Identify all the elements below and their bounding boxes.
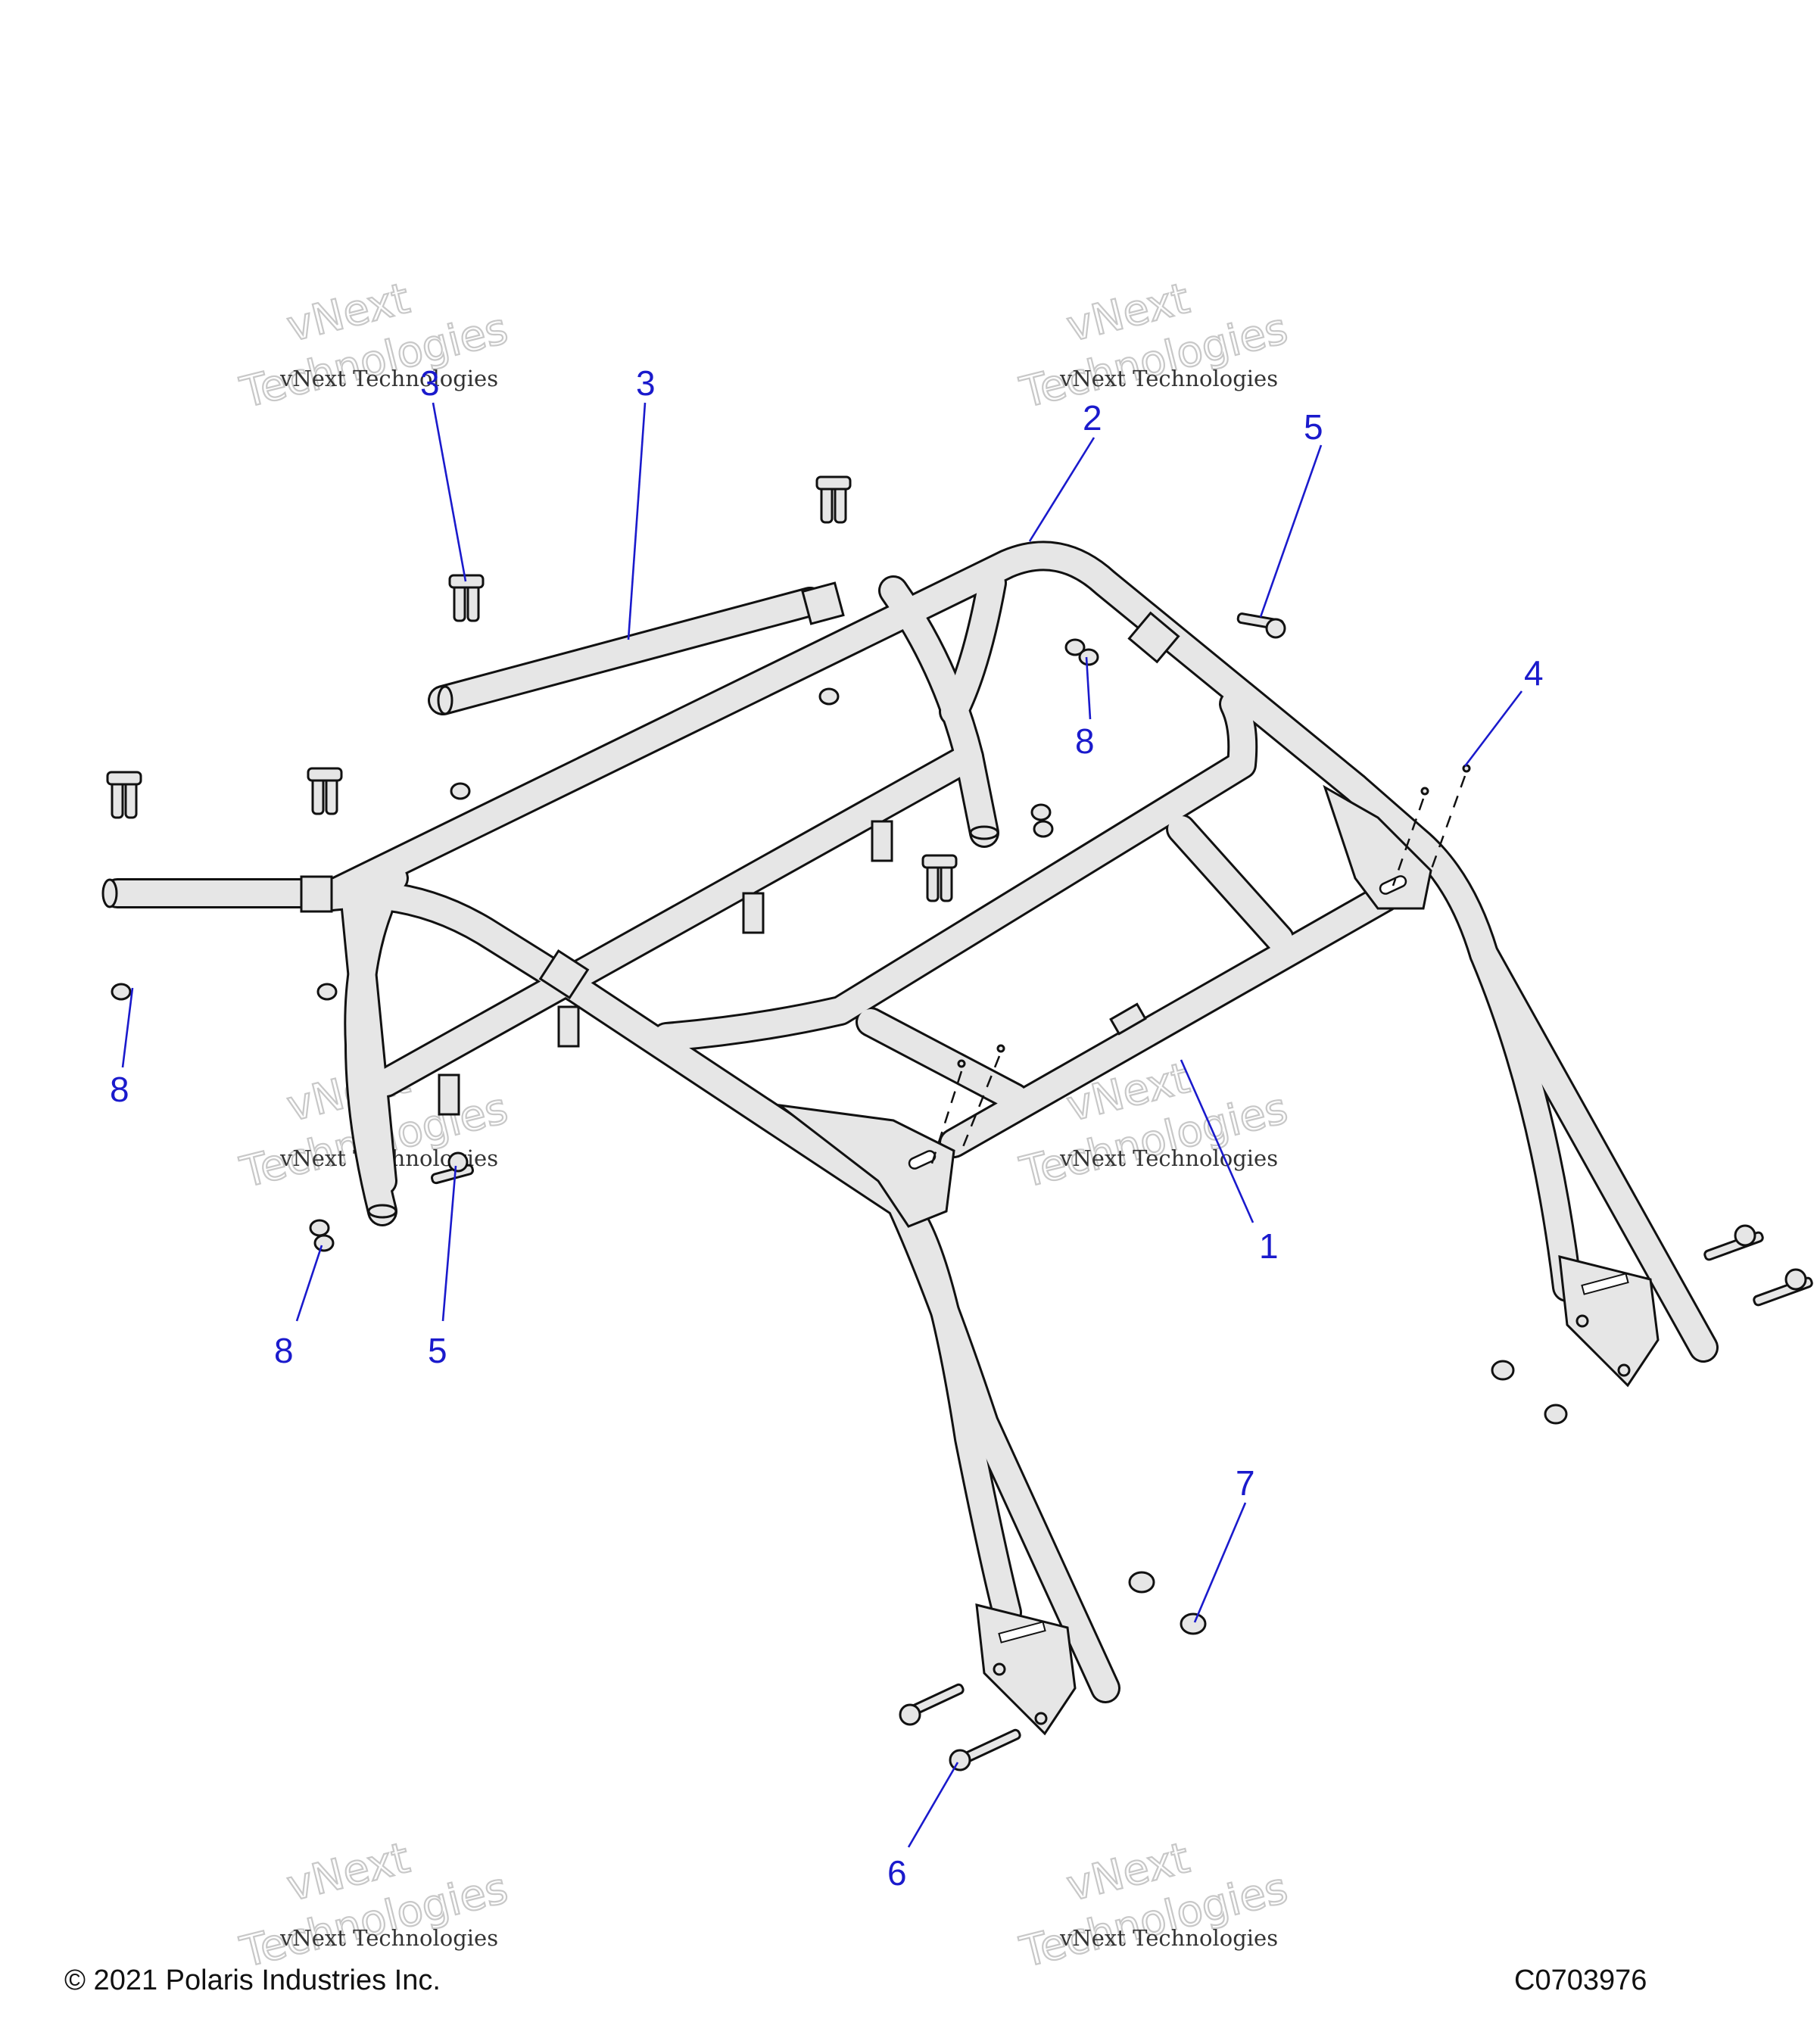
- nut: [1078, 648, 1099, 666]
- callout-8: 8: [1075, 721, 1095, 761]
- bolt: [1703, 1224, 1764, 1261]
- nut: [1064, 638, 1086, 656]
- nut: [1544, 1404, 1568, 1425]
- rivet: [1420, 787, 1429, 796]
- washer: [1128, 1571, 1155, 1594]
- svg-text:vNext Technologies: vNext Technologies: [1059, 1925, 1278, 1951]
- callout-1: 1: [1259, 1226, 1279, 1266]
- callout-5: 5: [1304, 407, 1323, 447]
- svg-text:vNext Technologies: vNext Technologies: [1059, 366, 1278, 391]
- clamp-hardware: [307, 767, 343, 815]
- nut: [1491, 1360, 1515, 1381]
- mounting-tab: [557, 1005, 580, 1048]
- nut: [313, 1234, 335, 1252]
- fastener-path: [930, 1070, 963, 1167]
- callout-4: 4: [1524, 653, 1544, 693]
- callout-7: 7: [1236, 1463, 1255, 1503]
- clamp-hardware: [106, 771, 142, 819]
- foot-bracket-front: [975, 1603, 1077, 1736]
- svg-text:vNext Technologies: vNext Technologies: [1059, 1145, 1278, 1171]
- watermark-bottom-right: vNext Technologies vNext Technologies: [1014, 1833, 1293, 1978]
- callout-3: 3: [420, 363, 440, 403]
- bolt: [899, 1683, 965, 1726]
- rivet: [996, 1044, 1005, 1053]
- callout-8: 8: [274, 1331, 294, 1370]
- nut: [309, 1219, 330, 1237]
- roll-cage-assembly: [101, 541, 1719, 1736]
- mounting-tab: [438, 1073, 460, 1116]
- nut: [1030, 803, 1052, 821]
- watermark-top-right: vNext Technologies vNext Technologies: [1014, 273, 1293, 419]
- tube-end-cap: [969, 825, 999, 840]
- tube-end-cap: [101, 878, 118, 908]
- nut: [316, 983, 338, 1001]
- callout-2: 2: [1083, 398, 1102, 438]
- nut: [1033, 820, 1054, 838]
- copyright-notice: © 2021 Polaris Industries Inc.: [64, 1965, 441, 1996]
- nut: [111, 983, 132, 1001]
- fastener-path: [1392, 798, 1425, 886]
- watermark-mid-right: vNext Technologies vNext Technologies: [1014, 1053, 1293, 1198]
- svg-text:vNext Technologies: vNext Technologies: [279, 1925, 498, 1951]
- svg-text:vNext Technologies: vNext Technologies: [279, 366, 498, 391]
- callout-8: 8: [110, 1070, 129, 1109]
- tube-coupler: [1127, 611, 1180, 664]
- callout-5: 5: [428, 1331, 447, 1370]
- gusset-plate-front: [775, 1103, 955, 1228]
- tube-coupler: [300, 875, 333, 913]
- bolt: [1753, 1268, 1813, 1307]
- bolt: [949, 1728, 1021, 1771]
- tube-coupler: [538, 949, 590, 1000]
- nut: [818, 687, 840, 706]
- rivet: [957, 1059, 966, 1068]
- tube-end-cap: [367, 1204, 397, 1219]
- bolt: [430, 1151, 474, 1185]
- mounting-tab: [871, 820, 893, 862]
- clamp-hardware: [815, 475, 852, 524]
- foot-bracket-rear: [1558, 1255, 1660, 1388]
- washer: [1180, 1612, 1207, 1635]
- clamp-hardware: [448, 574, 485, 622]
- leader-lines: [121, 402, 1523, 1848]
- tube-fills: [104, 543, 1716, 1701]
- nut: [450, 782, 471, 800]
- callout-3: 3: [636, 363, 656, 403]
- callouts: 3 3 2 5 4 8 8 1 8 5 7 6: [110, 363, 1544, 1893]
- rivet: [1462, 764, 1471, 773]
- mounting-tab: [742, 892, 765, 934]
- tube-coupler: [801, 581, 845, 625]
- clamp-hardware: [921, 854, 958, 902]
- mounting-tab: [1109, 1002, 1147, 1036]
- figure-id: C0703976: [1514, 1965, 1647, 1996]
- callout-6: 6: [887, 1853, 907, 1893]
- fastener-path: [960, 1055, 1001, 1151]
- tube-end-cap: [437, 685, 453, 715]
- fastener-path: [1429, 775, 1466, 871]
- watermark-top-left: vNext Technologies vNext Technologies: [235, 273, 513, 419]
